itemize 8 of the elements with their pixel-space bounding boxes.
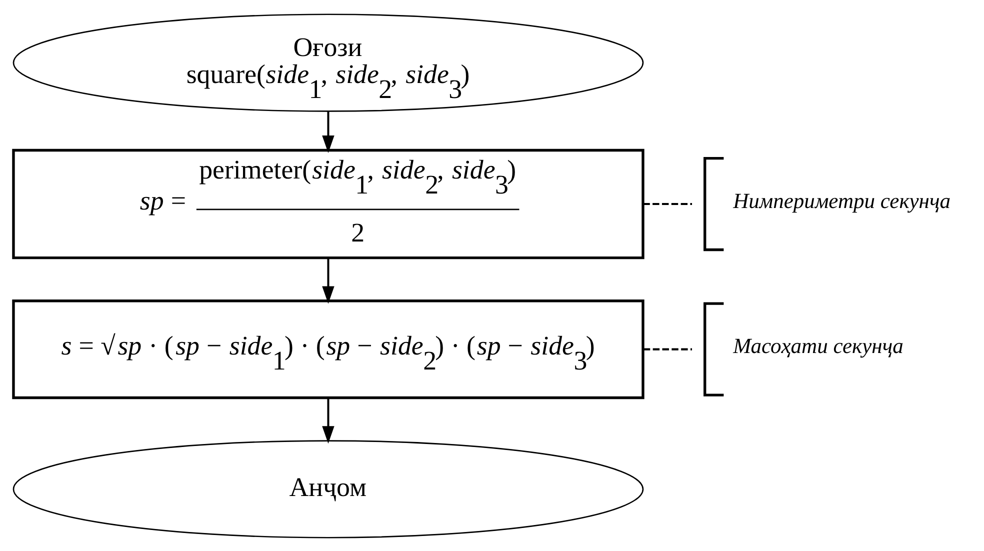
arrow <box>322 110 334 152</box>
arrow <box>322 258 334 304</box>
arrow <box>322 397 334 444</box>
connector <box>643 202 692 205</box>
connector <box>643 348 692 350</box>
node-text: Нимпериметри секунҷа <box>733 188 951 212</box>
node-ellipse: Анҷом <box>12 440 644 538</box>
node-text: Масоҳати секунҷа <box>733 334 904 358</box>
